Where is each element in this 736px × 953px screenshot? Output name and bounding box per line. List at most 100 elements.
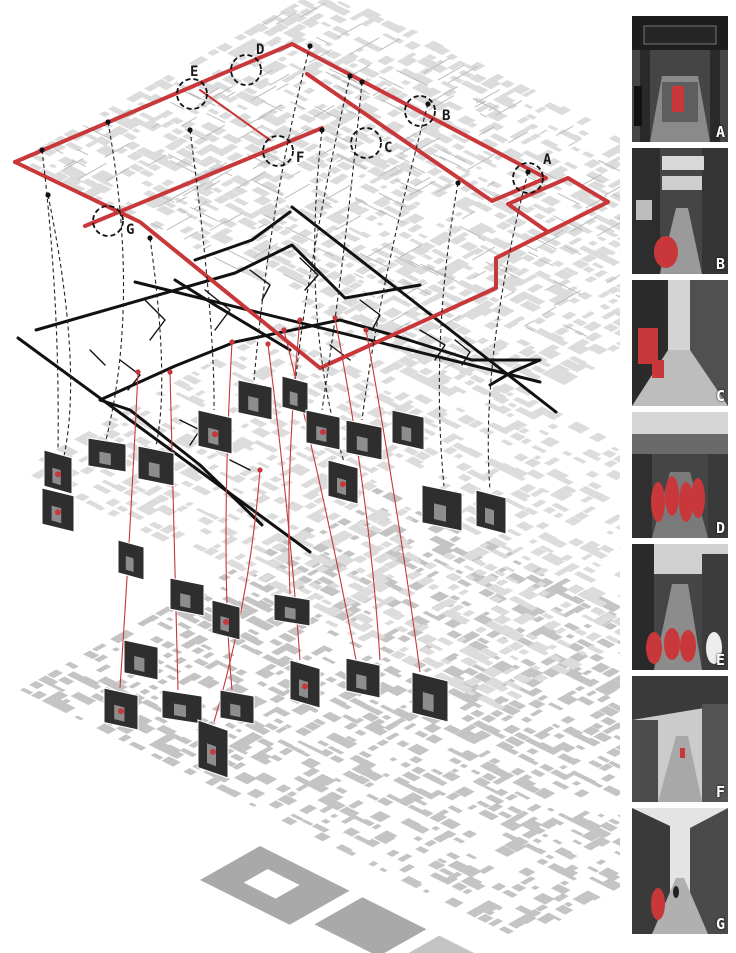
building-block xyxy=(464,159,476,166)
building-block xyxy=(149,635,165,644)
marker-e[interactable]: E xyxy=(176,64,208,110)
building-block xyxy=(314,613,323,619)
building-block xyxy=(317,795,338,806)
photo-f[interactable]: F xyxy=(632,676,728,802)
building-block xyxy=(370,131,385,140)
building-block xyxy=(259,365,277,375)
alley-line xyxy=(316,247,335,257)
building-block xyxy=(303,87,316,95)
building-block xyxy=(533,787,556,800)
building-block xyxy=(416,633,438,645)
red-east-edge xyxy=(318,176,610,370)
building-block xyxy=(341,714,358,723)
building-block xyxy=(548,817,565,826)
building-block xyxy=(504,274,525,285)
building-block xyxy=(421,254,434,261)
building-block xyxy=(139,169,155,178)
alley-line xyxy=(437,64,465,81)
building-block xyxy=(558,485,578,496)
marker-f[interactable]: F xyxy=(262,135,304,167)
marker-c[interactable]: C xyxy=(350,127,392,159)
building-block xyxy=(298,8,315,17)
building-block xyxy=(110,417,119,422)
building-block xyxy=(213,552,229,561)
building-block xyxy=(216,42,234,52)
building-block xyxy=(609,307,620,317)
building-block xyxy=(577,650,588,656)
marker-b[interactable]: B xyxy=(404,95,450,127)
building-block xyxy=(300,17,320,28)
building-block xyxy=(260,481,280,492)
building-block xyxy=(314,897,427,953)
building-block xyxy=(139,688,151,695)
building-block xyxy=(554,904,574,915)
building-block xyxy=(381,136,392,142)
building-block xyxy=(348,640,363,649)
building-block xyxy=(266,348,280,356)
photo-e[interactable]: E xyxy=(632,544,728,670)
marker-g[interactable]: G xyxy=(92,205,134,238)
building-block xyxy=(334,207,349,216)
building-block xyxy=(498,926,514,935)
alley-line xyxy=(526,327,535,332)
building-block xyxy=(601,612,618,622)
building-block xyxy=(423,723,442,734)
building-block xyxy=(457,691,482,705)
marker-d[interactable]: D xyxy=(230,42,264,86)
building-block xyxy=(509,655,520,661)
building-block xyxy=(465,630,481,639)
building-block xyxy=(591,722,604,730)
building-block xyxy=(589,653,605,662)
alley-line xyxy=(392,320,412,333)
building-block xyxy=(476,913,494,923)
building-block xyxy=(587,759,604,768)
alley-line xyxy=(396,69,428,87)
photo-scene-wide-alley-awnings xyxy=(632,676,728,802)
building-block xyxy=(193,136,209,145)
building-block xyxy=(449,594,461,601)
building-block xyxy=(518,483,537,494)
building-block xyxy=(570,828,584,836)
building-block xyxy=(113,437,125,443)
alley-line xyxy=(269,73,290,86)
building-block xyxy=(303,446,320,455)
building-block xyxy=(553,269,575,281)
building-block xyxy=(333,777,342,783)
building-block xyxy=(536,858,549,866)
building-block xyxy=(155,205,176,216)
photo-c[interactable]: C xyxy=(632,280,728,406)
building-block xyxy=(605,530,615,535)
building-block xyxy=(425,734,444,744)
building-block xyxy=(251,487,268,496)
building-block xyxy=(415,463,425,469)
floating-photo xyxy=(391,409,425,451)
building-block xyxy=(287,463,311,476)
alley-line xyxy=(316,36,329,44)
building-block xyxy=(332,141,350,151)
photo-b[interactable]: B xyxy=(632,148,728,274)
building-block xyxy=(597,291,611,299)
building-block xyxy=(581,614,595,622)
building-block xyxy=(481,772,497,782)
building-block xyxy=(157,158,176,168)
photo-a[interactable]: A xyxy=(632,16,728,142)
building-block xyxy=(183,768,198,776)
alley-line xyxy=(439,155,461,168)
building-block xyxy=(422,889,430,894)
alley-line xyxy=(203,244,212,250)
marker-circle xyxy=(404,95,436,127)
building-block xyxy=(608,298,619,304)
building-block xyxy=(447,285,457,291)
building-block xyxy=(494,788,509,797)
building-block xyxy=(505,391,515,397)
building-block xyxy=(612,674,620,683)
building-block xyxy=(405,213,426,224)
building-block xyxy=(195,207,208,214)
marker-a[interactable]: A xyxy=(512,152,552,194)
photo-g[interactable]: G xyxy=(632,808,728,934)
photo-d[interactable]: D xyxy=(632,412,728,538)
building-block xyxy=(532,616,545,623)
building-block xyxy=(495,462,516,474)
building-block xyxy=(517,810,529,817)
building-block xyxy=(211,127,227,136)
